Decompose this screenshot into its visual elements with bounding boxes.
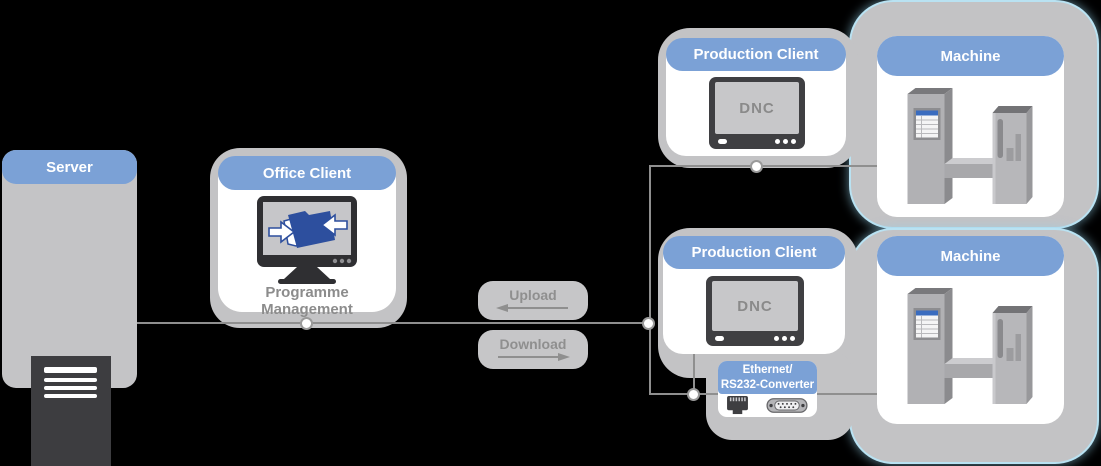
machine2-node: Machine: [877, 236, 1064, 424]
server-header: Server: [2, 150, 137, 184]
machine1-header: Machine: [877, 36, 1064, 76]
server-node: Server: [2, 150, 137, 466]
line-server-to-junction: [137, 322, 648, 324]
dnc-screen-label: DNC: [715, 82, 799, 134]
office-client-caption: Programme Management: [261, 284, 353, 318]
monitor-dot-icon: [783, 139, 788, 144]
production-client2-header: Production Client: [663, 236, 845, 269]
office-client-node: Office Client Programme Management: [218, 156, 396, 318]
connector-dot-office: [300, 317, 313, 330]
monitor-dot-icon: [790, 336, 795, 341]
monitor-dot-icon: [782, 336, 787, 341]
machine1-node: Machine: [877, 36, 1064, 217]
monitor-dot-icon: [774, 336, 779, 341]
converter-title-line2: RS232-Converter: [720, 378, 815, 391]
converter-title-line1: Ethernet/: [742, 364, 793, 377]
converter-header: Ethernet/ RS232-Converter: [718, 361, 817, 394]
monitor-button-icon: [718, 139, 727, 144]
machine2-header: Machine: [877, 236, 1064, 276]
upload-label: Upload: [509, 287, 557, 303]
server-tower-icon: [31, 356, 111, 466]
server-vent-slot: [44, 378, 97, 382]
server-vent-slot: [44, 394, 97, 398]
download-pill: Download: [478, 330, 588, 369]
dnc-monitor-icon: DNC: [709, 77, 805, 149]
monitor-dot-icon: [791, 139, 796, 144]
connector-dot-junction: [642, 317, 655, 330]
dnc-screen-label: DNC: [712, 281, 798, 331]
rj45-port-icon: [727, 396, 748, 415]
production-client1-node: Production Client DNC: [666, 38, 846, 156]
download-label: Download: [499, 336, 567, 352]
upload-pill: Upload: [478, 281, 588, 320]
office-client-header: Office Client: [218, 156, 396, 190]
converter-ports: [718, 394, 817, 417]
line-production2-stub: [693, 353, 695, 394]
connector-dot-production1: [750, 160, 763, 173]
monitor-folder-transfer-icon: [257, 196, 357, 284]
arrow-right-icon: [498, 353, 570, 361]
production-client2-node: Production Client DNC: [663, 236, 845, 354]
line-branch-top: [649, 165, 878, 167]
arrow-left-icon: [496, 304, 568, 312]
line-vertical-bus: [649, 165, 651, 395]
converter-node: Ethernet/ RS232-Converter: [718, 361, 817, 417]
db9-serial-icon: [766, 398, 808, 413]
cnc-machine-icon: [907, 288, 1033, 404]
server-vent-slot: [44, 367, 97, 373]
dnc-monitor-icon: DNC: [706, 276, 804, 346]
server-vent-slot: [44, 386, 97, 390]
connector-dot-production2: [687, 388, 700, 401]
cnc-machine-icon: [907, 88, 1033, 204]
monitor-button-icon: [715, 336, 724, 341]
monitor-dot-icon: [775, 139, 780, 144]
production-client1-header: Production Client: [666, 38, 846, 71]
